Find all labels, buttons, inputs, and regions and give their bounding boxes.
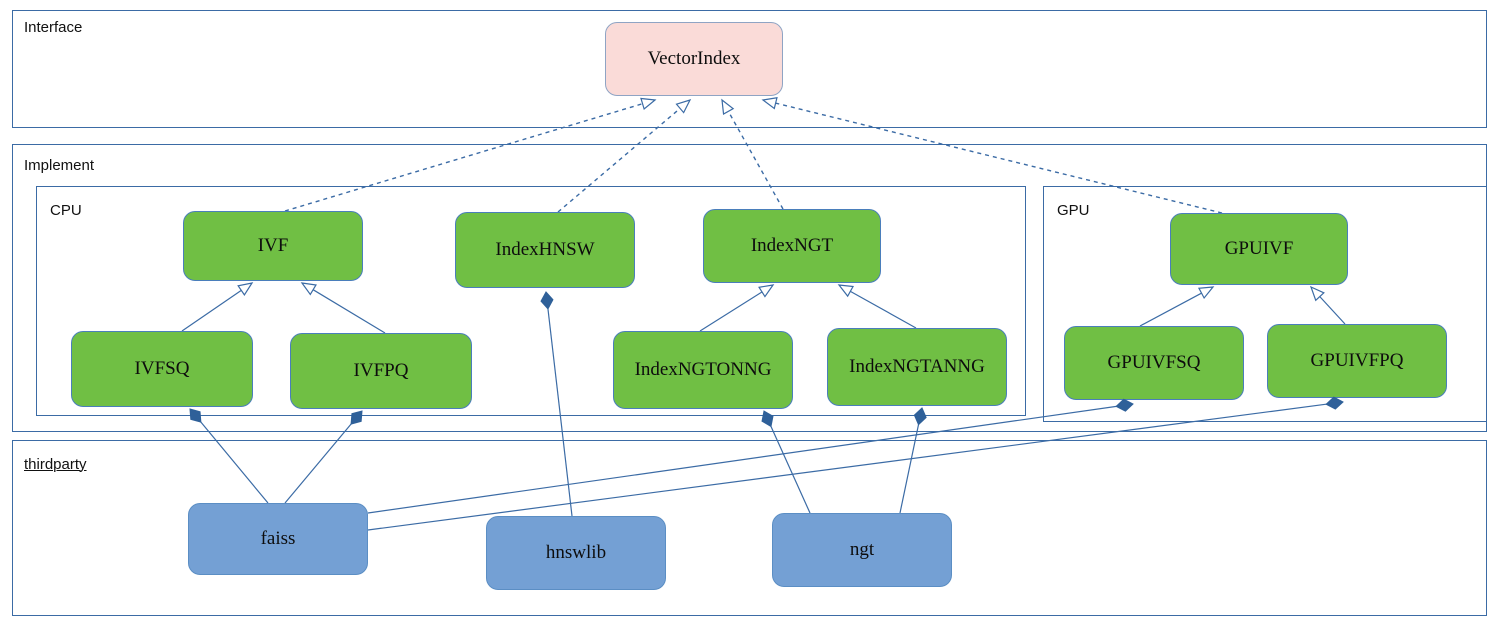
node-ivfpq[interactable]: IVFPQ (290, 333, 472, 409)
node-gpuivfsq[interactable]: GPUIVFSQ (1064, 326, 1244, 400)
node-faiss[interactable]: faiss (188, 503, 368, 575)
node-label-indexngtanng: IndexNGTANNG (849, 355, 985, 377)
node-label-indexngtonng: IndexNGTONNG (634, 358, 772, 380)
node-indexhnsw[interactable]: IndexHNSW (455, 212, 635, 288)
node-label-ivf: IVF (257, 234, 289, 256)
node-label-indexngt: IndexNGT (750, 234, 834, 256)
node-indexngtonng[interactable]: IndexNGTONNG (613, 331, 793, 409)
node-label-hnswlib: hnswlib (545, 541, 607, 563)
node-gpuivf[interactable]: GPUIVF (1170, 213, 1348, 285)
group-label-gpu: GPU (1057, 202, 1090, 219)
group-label-cpu: CPU (50, 202, 82, 219)
node-label-gpuivf: GPUIVF (1224, 237, 1294, 259)
node-label-gpuivfsq: GPUIVFSQ (1107, 351, 1201, 373)
node-vectorindex[interactable]: VectorIndex (605, 22, 783, 96)
node-hnswlib[interactable]: hnswlib (486, 516, 666, 590)
node-ivf[interactable]: IVF (183, 211, 363, 281)
group-label-thirdparty: thirdparty (24, 456, 87, 473)
node-indexngt[interactable]: IndexNGT (703, 209, 881, 283)
node-ivfsq[interactable]: IVFSQ (71, 331, 253, 407)
node-indexngtanng[interactable]: IndexNGTANNG (827, 328, 1007, 406)
node-label-vectorindex: VectorIndex (647, 47, 741, 69)
group-label-interface: Interface (24, 19, 83, 36)
node-gpuivfpq[interactable]: GPUIVFPQ (1267, 324, 1447, 398)
node-label-ivfpq: IVFPQ (353, 359, 409, 381)
node-label-ivfsq: IVFSQ (134, 357, 190, 379)
node-label-ngt: ngt (849, 538, 875, 560)
group-label-implement: Implement (24, 157, 95, 174)
node-label-indexhnsw: IndexHNSW (495, 238, 595, 260)
node-label-gpuivfpq: GPUIVFPQ (1310, 349, 1404, 371)
node-ngt[interactable]: ngt (772, 513, 952, 587)
node-label-faiss: faiss (260, 527, 296, 549)
